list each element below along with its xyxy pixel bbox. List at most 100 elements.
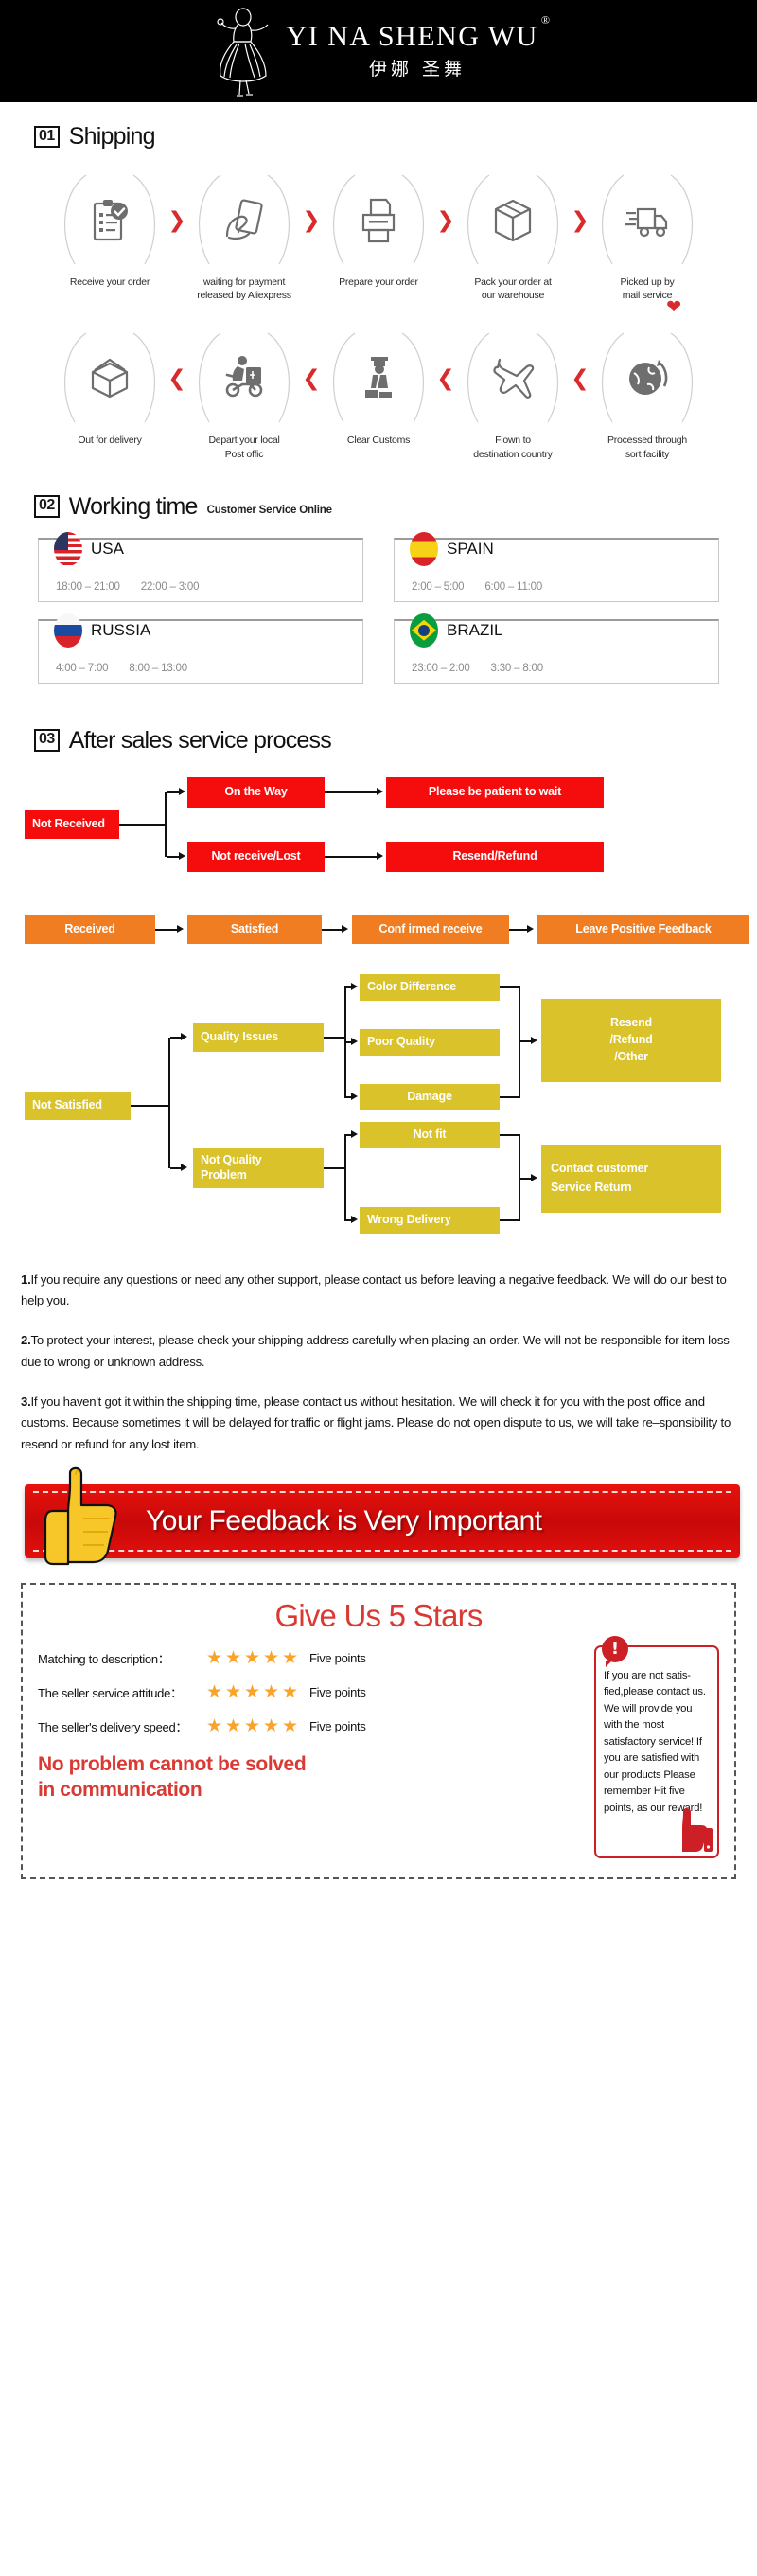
star-icon[interactable]: ★ xyxy=(244,1646,261,1668)
warning-card: ! If you are not satis-fied,please conta… xyxy=(594,1635,719,1858)
connector xyxy=(346,1218,352,1221)
flow-node-not-fit: Not fit xyxy=(360,1121,500,1148)
step-label: Out for delivery xyxy=(78,434,141,447)
step-label: Depart your local Post offic xyxy=(208,434,279,460)
star-icon[interactable]: ★ xyxy=(206,1646,223,1668)
star-icon[interactable]: ★ xyxy=(225,1714,242,1736)
star-icon[interactable]: ★ xyxy=(244,1714,261,1736)
section-name: After sales service process xyxy=(68,726,332,754)
oval-outline xyxy=(332,174,425,265)
connector xyxy=(519,1039,532,1042)
flow-node-resend-refund: Resend/Refund xyxy=(386,841,604,872)
country-name: SPAIN xyxy=(447,539,494,558)
chevron-left-icon: ❮ xyxy=(302,366,321,392)
star-icon[interactable]: ★ xyxy=(263,1646,280,1668)
ratings-column: Matching to description： ★ ★ ★ ★ ★ Five … xyxy=(38,1646,583,1858)
card-head: SPAIN xyxy=(410,531,718,566)
flow-node-not-received: Not Received xyxy=(25,809,119,839)
connector xyxy=(119,823,165,826)
flowchart-not-received: Not Received On the Way Please be patien… xyxy=(0,768,757,891)
brand-name-en-text: YI NA SHENG WU xyxy=(286,21,538,53)
connector xyxy=(500,1133,520,1136)
registered-mark: ® xyxy=(540,13,552,27)
step-label-line2: sort facility xyxy=(625,448,670,460)
flow-node-contact-customer-service-return: Contact customer Service Return xyxy=(541,1144,721,1213)
shipping-step: Processed through sort facility xyxy=(591,326,703,460)
star-icon[interactable]: ★ xyxy=(244,1680,261,1702)
arrow-head-icon xyxy=(377,851,383,860)
shipping-step: Depart your local Post offic xyxy=(188,326,300,460)
step-oval xyxy=(457,168,569,274)
connector xyxy=(325,855,378,858)
step-label-line2: mail service xyxy=(622,290,673,302)
shipping-step: Receive your order xyxy=(54,168,166,289)
star-icon[interactable]: ★ xyxy=(263,1714,280,1736)
star-icon[interactable]: ★ xyxy=(206,1714,223,1736)
rating-points: Five points xyxy=(309,1650,366,1665)
star-group[interactable]: ★ ★ ★ ★ ★ xyxy=(206,1680,300,1702)
section-title-working-time: 02 Working time Customer Service Online xyxy=(34,461,757,521)
hours-slot-1: 2:00 – 5:00 xyxy=(412,580,465,593)
arrow-head-icon xyxy=(531,1036,537,1044)
rating-label: Matching to description： xyxy=(38,1651,170,1666)
product-detail-page: YI NA SHENG WU® 伊娜 圣舞 01 Shipping xyxy=(0,0,757,1879)
flow-node-received: Received xyxy=(25,915,155,944)
line-2: /Refund xyxy=(609,1032,653,1046)
line-1: Contact customer xyxy=(551,1162,649,1176)
truck-icon xyxy=(625,207,668,238)
star-icon[interactable]: ★ xyxy=(225,1646,242,1668)
hours-slot-1: 23:00 – 2:00 xyxy=(412,662,470,674)
connector xyxy=(324,1166,346,1169)
arrow-head-icon xyxy=(527,924,534,933)
hours-slot-1: 4:00 – 7:00 xyxy=(56,662,109,674)
shipping-step: waiting for payment released by Aliexpre… xyxy=(188,168,300,302)
flowchart-not-satisfied: Not Satisfied Quality Issues Color Diffe… xyxy=(0,968,757,1252)
flow-node-poor-quality: Poor Quality xyxy=(360,1028,500,1056)
connector xyxy=(131,1104,168,1107)
hours-slot-2: 8:00 – 13:00 xyxy=(129,662,187,674)
star-icon[interactable]: ★ xyxy=(282,1680,299,1702)
scooter-courier-icon xyxy=(225,356,263,398)
connector xyxy=(346,1095,352,1098)
step-label-line1: Clear Customs xyxy=(346,435,411,447)
step-label: Processed through sort facility xyxy=(607,434,687,460)
hand-card-icon xyxy=(225,199,263,240)
working-time-card-spain: SPAIN 2:00 – 5:00 6:00 – 11:00 xyxy=(394,531,719,602)
flow-node-color-difference: Color Difference xyxy=(360,973,500,1001)
shipping-step: Flown to destination country xyxy=(457,326,569,460)
working-time-card-russia: RUSSIA 4:00 – 7:00 8:00 – 13:00 xyxy=(38,613,363,684)
oval-outline xyxy=(63,174,156,265)
chevron-right-icon: ❯ xyxy=(167,208,186,233)
arrow-head-icon xyxy=(351,982,358,990)
flag-spain-icon xyxy=(410,531,438,566)
flow-node-quality-issues: Quality Issues xyxy=(193,1022,324,1052)
slogan-line-2: in communication xyxy=(38,1778,202,1801)
star-icon[interactable]: ★ xyxy=(206,1680,223,1702)
working-time-card-brazil: BRAZIL 23:00 – 2:00 3:30 – 8:00 xyxy=(394,613,719,684)
thumbs-up-yellow-icon xyxy=(44,1466,117,1565)
section-number: 01 xyxy=(34,125,60,149)
star-icon[interactable]: ★ xyxy=(282,1714,299,1736)
policy-number: 3. xyxy=(21,1394,31,1409)
hours-slot-2: 6:00 – 11:00 xyxy=(484,580,543,593)
star-icon[interactable]: ★ xyxy=(263,1680,280,1702)
star-group[interactable]: ★ ★ ★ ★ ★ xyxy=(206,1714,300,1736)
oval-outline xyxy=(198,332,290,423)
connector xyxy=(346,986,352,988)
flow-node-be-patient: Please be patient to wait xyxy=(386,776,604,808)
star-icon[interactable]: ★ xyxy=(282,1646,299,1668)
connector xyxy=(346,1040,352,1043)
shipping-steps-row-2: Out for delivery ❮ xyxy=(0,326,757,460)
star-icon[interactable]: ★ xyxy=(225,1680,242,1702)
policy-number: 2. xyxy=(21,1333,31,1348)
section-name: Working time xyxy=(68,492,199,520)
policy-number: 1. xyxy=(21,1271,31,1287)
country-name: BRAZIL xyxy=(447,620,503,639)
arrow-head-icon xyxy=(351,1092,358,1100)
rating-points: Five points xyxy=(309,1718,366,1733)
flow-node-confirmed-receive: Conf irmed receive xyxy=(352,915,509,944)
star-group[interactable]: ★ ★ ★ ★ ★ xyxy=(206,1646,300,1668)
shipping-step: Out for delivery xyxy=(54,326,166,447)
clipboard-check-icon xyxy=(93,200,128,241)
flow-node-leave-positive-feedback: Leave Positive Feedback xyxy=(537,915,749,944)
